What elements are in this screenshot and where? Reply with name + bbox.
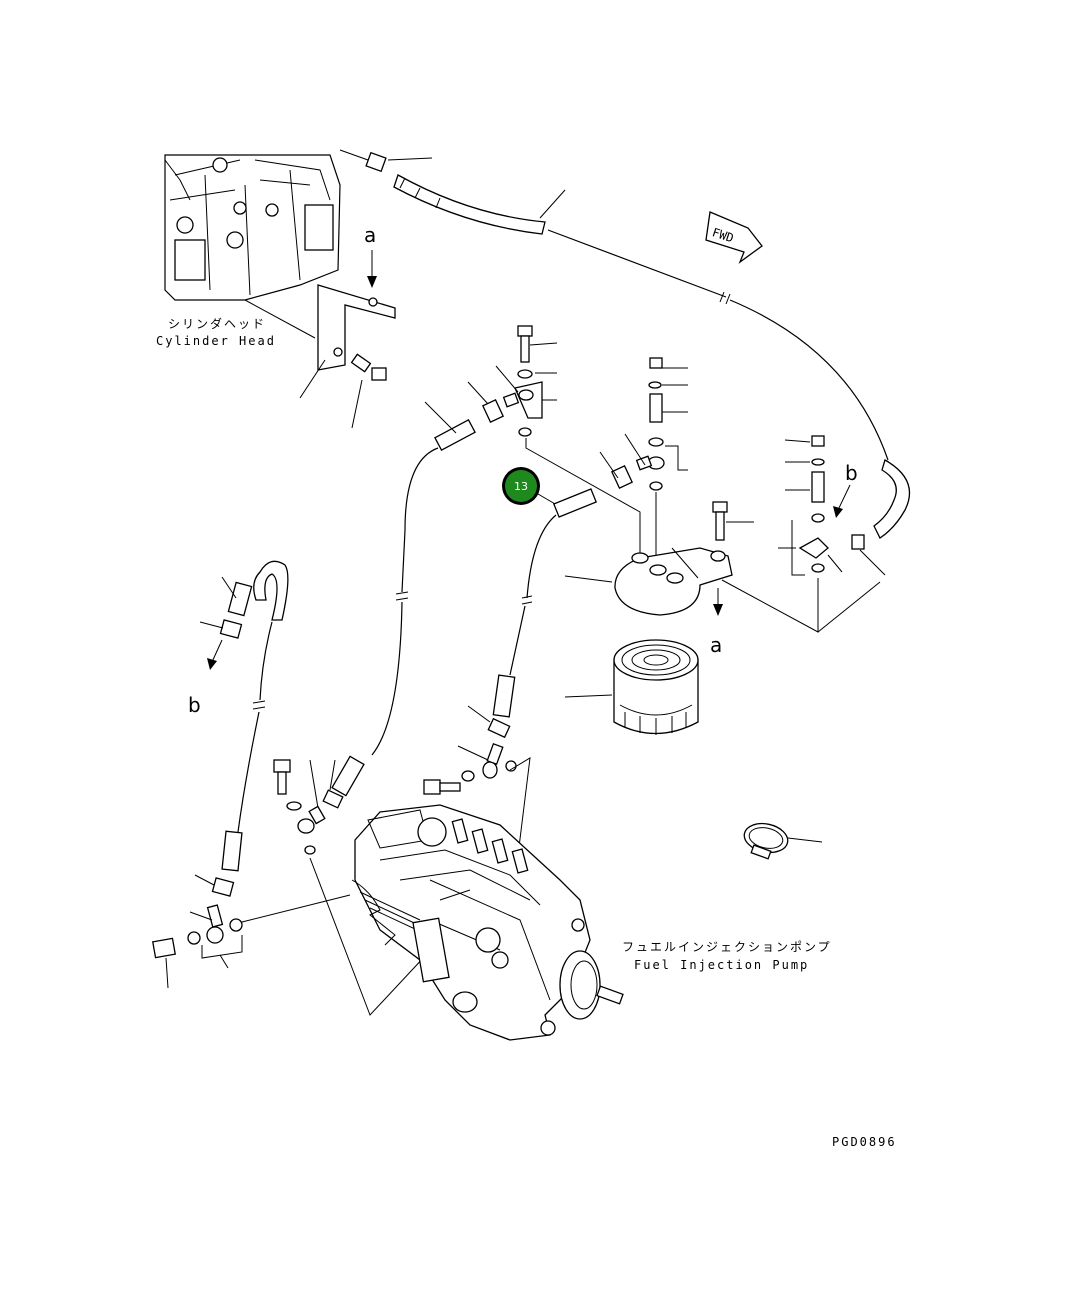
callout-13-number: 13 — [514, 480, 528, 493]
bracket-bolt — [350, 353, 387, 381]
right-hose — [873, 459, 911, 539]
callout-13[interactable]: 13 — [502, 467, 540, 505]
fwd-arrow: FWD — [705, 211, 763, 264]
right-fittings — [798, 435, 865, 573]
bottom-left-fittings — [152, 904, 243, 959]
ref-letter-a-top: a — [364, 223, 376, 247]
fwd-label: FWD — [710, 225, 735, 245]
filter-head-bolt — [712, 501, 728, 541]
fuel-pump-label-jp: フュエルインジェクションポンプ — [622, 940, 832, 954]
drawing-code: PGD0896 — [832, 1135, 897, 1149]
left-hose — [194, 560, 289, 897]
ref-letter-b-right: b — [845, 461, 858, 485]
fuel-injection-pump — [351, 804, 624, 1041]
cylinder-head — [164, 154, 341, 301]
clip-top — [365, 151, 387, 173]
fuel-filter-cartridge — [613, 639, 699, 735]
feed-hose-13 — [467, 488, 598, 739]
feed-hose-middle — [322, 401, 476, 809]
cylinder-head-label-en: Cylinder Head — [156, 334, 276, 348]
filter-head — [564, 547, 733, 616]
ref-letter-b-left: b — [188, 693, 201, 717]
return-hose — [393, 174, 546, 235]
cylinder-head-label-jp: シリンダヘッド — [168, 316, 266, 331]
bolt-stack-right — [610, 357, 665, 491]
fuel-pump-label-en: Fuel Injection Pump — [634, 958, 809, 972]
ref-letter-a-filter: a — [710, 633, 722, 657]
hose-clamp — [743, 822, 789, 860]
pump-bolts — [273, 742, 517, 855]
bolt-stack-left — [481, 325, 543, 437]
